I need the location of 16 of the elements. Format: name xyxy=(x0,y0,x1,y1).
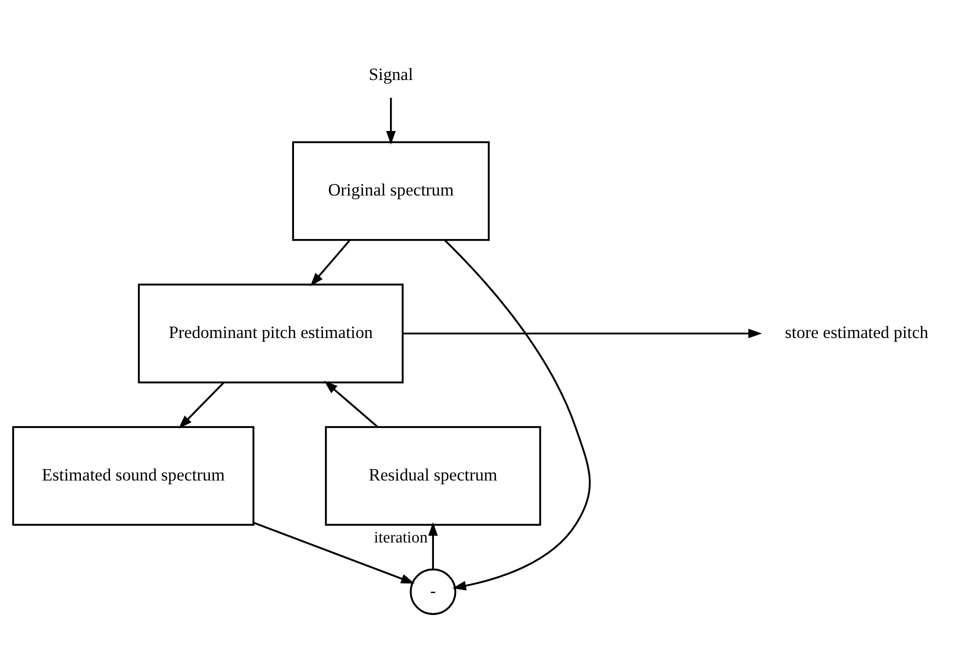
arrow xyxy=(402,328,762,338)
node-box: Estimated sound spectrum xyxy=(12,426,254,526)
arrow xyxy=(324,380,378,427)
arrow xyxy=(428,522,438,569)
node-box: Predominant pitch estimation xyxy=(138,283,404,383)
arrow xyxy=(178,381,224,428)
node-text: Signal xyxy=(368,64,414,84)
arrow xyxy=(444,239,591,590)
node-box: Residual spectrum xyxy=(324,426,542,526)
arrow xyxy=(253,521,415,584)
node-circle: - xyxy=(410,568,456,614)
node-box: Original spectrum xyxy=(292,140,490,240)
arrow xyxy=(386,97,396,144)
arrow xyxy=(310,238,351,286)
node-text: store estimated pitch xyxy=(784,322,928,342)
edge-label: iteration xyxy=(374,529,428,546)
